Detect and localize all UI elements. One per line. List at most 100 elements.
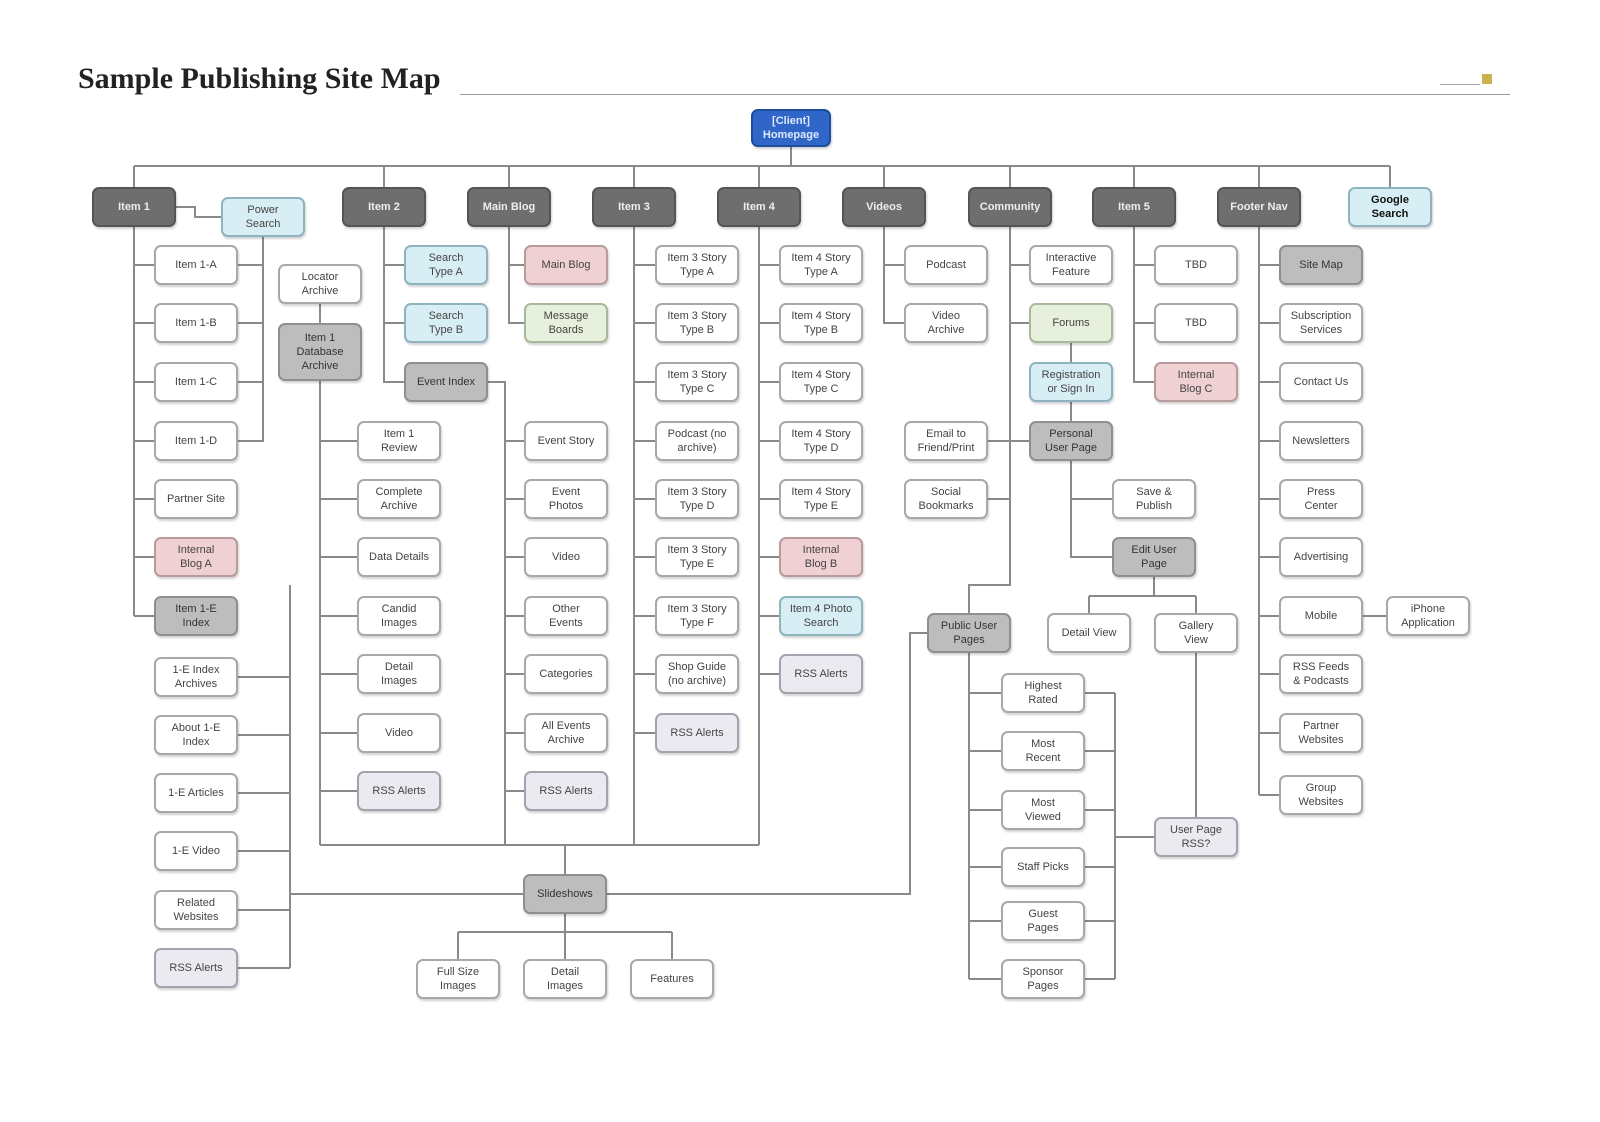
node-d-cand: Candid Images	[357, 596, 441, 636]
node-gp: Guest Pages	[1001, 901, 1085, 941]
node-fsi: Full Size Images	[416, 959, 500, 999]
node-ev-all: All Events Archive	[524, 713, 608, 753]
node-pweb: Partner Websites	[1279, 713, 1363, 753]
node-adv: Advertising	[1279, 537, 1363, 577]
node-iphone: iPhone Application	[1386, 596, 1470, 636]
node-mr: Most Recent	[1001, 731, 1085, 771]
node-s3d: Item 3 Story Type D	[655, 479, 739, 519]
node-footer: Footer Nav	[1217, 187, 1301, 227]
node-blogB: Internal Blog B	[779, 537, 863, 577]
node-partner: Partner Site	[154, 479, 238, 519]
node-d-comp: Complete Archive	[357, 479, 441, 519]
node-item3: Item 3	[592, 187, 676, 227]
node-rss3: RSS Alerts	[655, 713, 739, 753]
node-edit: Edit User Page	[1112, 537, 1196, 577]
node-press: Press Center	[1279, 479, 1363, 519]
node-home: [Client] Homepage	[751, 109, 831, 147]
node-detv: Detail View	[1047, 613, 1131, 653]
node-rss4: RSS Alerts	[779, 654, 863, 694]
node-s4d: Item 4 Story Type D	[779, 421, 863, 461]
node-s3f: Item 3 Story Type F	[655, 596, 739, 636]
node-spp: Sponsor Pages	[1001, 959, 1085, 999]
node-contact: Contact Us	[1279, 362, 1363, 402]
node-subs: Subscription Services	[1279, 303, 1363, 343]
node-hr: Highest Rated	[1001, 673, 1085, 713]
connector-line	[968, 227, 1011, 613]
node-slides: Slideshows	[523, 874, 607, 914]
connector-line	[607, 632, 927, 895]
node-msg: Message Boards	[524, 303, 608, 343]
node-community: Community	[968, 187, 1052, 227]
node-tbd2: TBD	[1154, 303, 1238, 343]
node-pup: Personal User Page	[1029, 421, 1113, 461]
node-item2: Item 2	[342, 187, 426, 227]
connector-line	[238, 237, 264, 442]
node-blogA: Internal Blog A	[154, 537, 238, 577]
node-uprss: User Page RSS?	[1154, 817, 1238, 857]
node-evidx: Event Index	[404, 362, 488, 402]
node-varch: Video Archive	[904, 303, 988, 343]
title-divider	[460, 94, 1510, 95]
node-ev-oth: Other Events	[524, 596, 608, 636]
node-i1a: Item 1-A	[154, 245, 238, 285]
node-ev-story: Event Story	[524, 421, 608, 461]
node-reg: Registration or Sign In	[1029, 362, 1113, 402]
node-s3a: Item 3 Story Type A	[655, 245, 739, 285]
node-mv: Most Viewed	[1001, 790, 1085, 830]
node-sp: Staff Picks	[1001, 847, 1085, 887]
node-tbd1: TBD	[1154, 245, 1238, 285]
connector-line	[508, 227, 524, 324]
node-stA: Search Type A	[404, 245, 488, 285]
node-s4c: Item 4 Story Type C	[779, 362, 863, 402]
node-videos: Videos	[842, 187, 926, 227]
node-s4a: Item 4 Story Type A	[779, 245, 863, 285]
node-pod3: Podcast (no archive)	[655, 421, 739, 461]
node-s4e: Item 4 Story Type E	[779, 479, 863, 519]
node-ev-rss: RSS Alerts	[524, 771, 608, 811]
node-ev-vid: Video	[524, 537, 608, 577]
connector-line	[883, 227, 904, 324]
node-ev-cat: Categories	[524, 654, 608, 694]
node-email: Email to Friend/Print	[904, 421, 988, 461]
node-i1c: Item 1-C	[154, 362, 238, 402]
node-ev-ph: Event Photos	[524, 479, 608, 519]
node-s3b: Item 3 Story Type B	[655, 303, 739, 343]
node-news: Newsletters	[1279, 421, 1363, 461]
node-d-rss: RSS Alerts	[357, 771, 441, 811]
node-sitemap: Site Map	[1279, 245, 1363, 285]
connector-line	[488, 381, 506, 845]
node-d-dimg: Detail Images	[357, 654, 441, 694]
node-e-arch: 1-E Index Archives	[154, 657, 238, 697]
node-sdi: Detail Images	[523, 959, 607, 999]
connector-line	[383, 227, 404, 383]
company-logo-icon	[1440, 74, 1492, 92]
node-photo4: Item 4 Photo Search	[779, 596, 863, 636]
node-mainblog: Main Blog	[467, 187, 551, 227]
node-e-rss: RSS Alerts	[154, 948, 238, 988]
node-power: Power Search	[221, 197, 305, 237]
connector-line	[1133, 227, 1154, 383]
node-gweb: Group Websites	[1279, 775, 1363, 815]
node-e-art: 1-E Articles	[154, 773, 238, 813]
node-i1e: Item 1-E Index	[154, 596, 238, 636]
node-interact: Interactive Feature	[1029, 245, 1113, 285]
connector-line	[176, 206, 221, 218]
node-i1b: Item 1-B	[154, 303, 238, 343]
node-db: Item 1 Database Archive	[278, 323, 362, 381]
node-galv: Gallery View	[1154, 613, 1238, 653]
node-d-det: Data Details	[357, 537, 441, 577]
node-item4: Item 4	[717, 187, 801, 227]
node-e-rel: Related Websites	[154, 890, 238, 930]
page-title: Sample Publishing Site Map	[78, 62, 441, 95]
node-feat: Features	[630, 959, 714, 999]
node-e-vid: 1-E Video	[154, 831, 238, 871]
node-item1: Item 1	[92, 187, 176, 227]
node-item5: Item 5	[1092, 187, 1176, 227]
node-mb: Main Blog	[524, 245, 608, 285]
node-s3e: Item 3 Story Type E	[655, 537, 739, 577]
connector-line	[1070, 461, 1112, 558]
node-blogC: Internal Blog C	[1154, 362, 1238, 402]
node-e-about: About 1-E Index	[154, 715, 238, 755]
